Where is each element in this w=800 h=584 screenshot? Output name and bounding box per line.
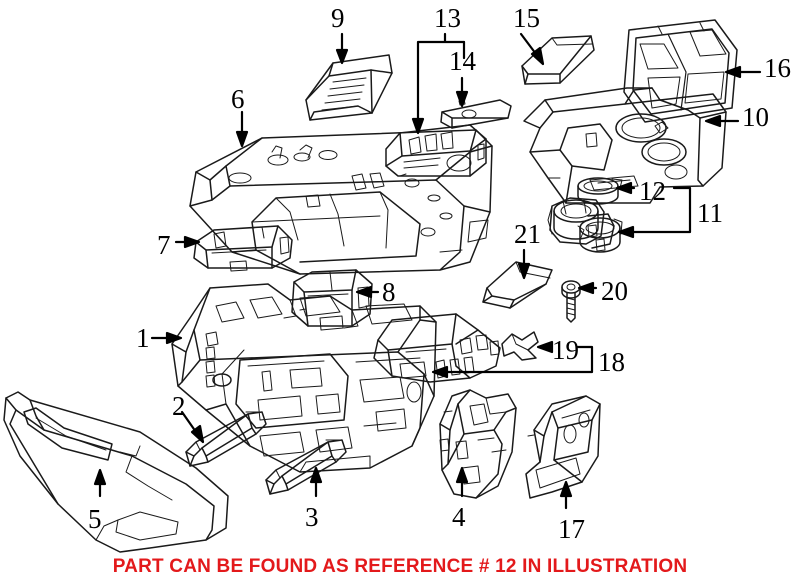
part-rail-bracket-right <box>265 439 347 495</box>
callout-7: 7 <box>157 230 171 260</box>
callout-12: 12 <box>639 176 666 206</box>
leader-21 <box>517 248 531 280</box>
callout-19: 19 <box>552 335 579 365</box>
part-rear-console-bracket <box>439 389 517 499</box>
callout-17: 17 <box>558 514 585 544</box>
leader-14 <box>455 76 469 108</box>
part-cupholder-bezel-frame <box>623 19 738 123</box>
part-control-panel-cover <box>440 98 512 129</box>
leader-16 <box>724 65 762 79</box>
callout-1: 1 <box>136 323 150 353</box>
part-armrest-lid-pad <box>521 35 595 85</box>
part-mounting-bolt <box>561 280 581 323</box>
callout-14: 14 <box>449 46 476 76</box>
callout-20: 20 <box>601 276 628 306</box>
part-cupholder-housing <box>523 87 727 204</box>
part-armrest-cover-panel <box>482 261 553 309</box>
part-console-frame-main <box>189 129 493 275</box>
leader-7 <box>174 235 201 249</box>
part-storage-tray-box <box>291 269 373 331</box>
leader-4 <box>455 466 469 498</box>
callout-15: 15 <box>513 3 540 33</box>
leader-13 <box>411 32 466 135</box>
leader-10 <box>704 114 740 128</box>
callout-8: 8 <box>382 277 396 307</box>
callout-6: 6 <box>231 84 245 114</box>
callout-3: 3 <box>305 502 319 532</box>
part-side-panel-trim-right <box>525 395 601 499</box>
callout-10: 10 <box>742 102 769 132</box>
leader-1 <box>150 331 183 345</box>
leader-11 <box>617 186 692 239</box>
leader-8 <box>355 285 380 299</box>
leader-19 <box>536 340 554 354</box>
leader-12 <box>615 181 636 195</box>
leader-9 <box>335 32 349 65</box>
callout-4: 4 <box>452 502 466 532</box>
callout-5: 5 <box>88 504 102 534</box>
callout-11: 11 <box>697 198 723 228</box>
leader-6 <box>235 110 249 148</box>
callout-16: 16 <box>764 53 791 83</box>
part-ribbed-trim-panel <box>305 54 393 121</box>
leader-2 <box>180 410 205 444</box>
leader-18 <box>431 345 594 379</box>
leader-5 <box>93 468 107 498</box>
callout-18: 18 <box>598 347 625 377</box>
callout-9: 9 <box>331 3 345 33</box>
part-rail-bracket-left <box>185 411 267 467</box>
reference-footnote: PART CAN BE FOUND AS REFERENCE # 12 IN I… <box>112 556 688 577</box>
leader-17 <box>559 480 573 510</box>
part-cupholder-insert-assembly <box>547 197 623 253</box>
callout-21: 21 <box>514 219 541 249</box>
part-small-tray-insert <box>193 225 293 272</box>
part-retaining-clip <box>501 331 539 361</box>
part-console-carrier-lower <box>171 283 437 473</box>
part-console-side-trim <box>3 391 229 553</box>
leader-15 <box>519 32 545 66</box>
callout-2: 2 <box>172 391 186 421</box>
callout-13: 13 <box>434 3 461 33</box>
part-armrest-assembly <box>373 313 501 383</box>
leader-20 <box>577 281 598 295</box>
leader-3 <box>309 466 323 498</box>
